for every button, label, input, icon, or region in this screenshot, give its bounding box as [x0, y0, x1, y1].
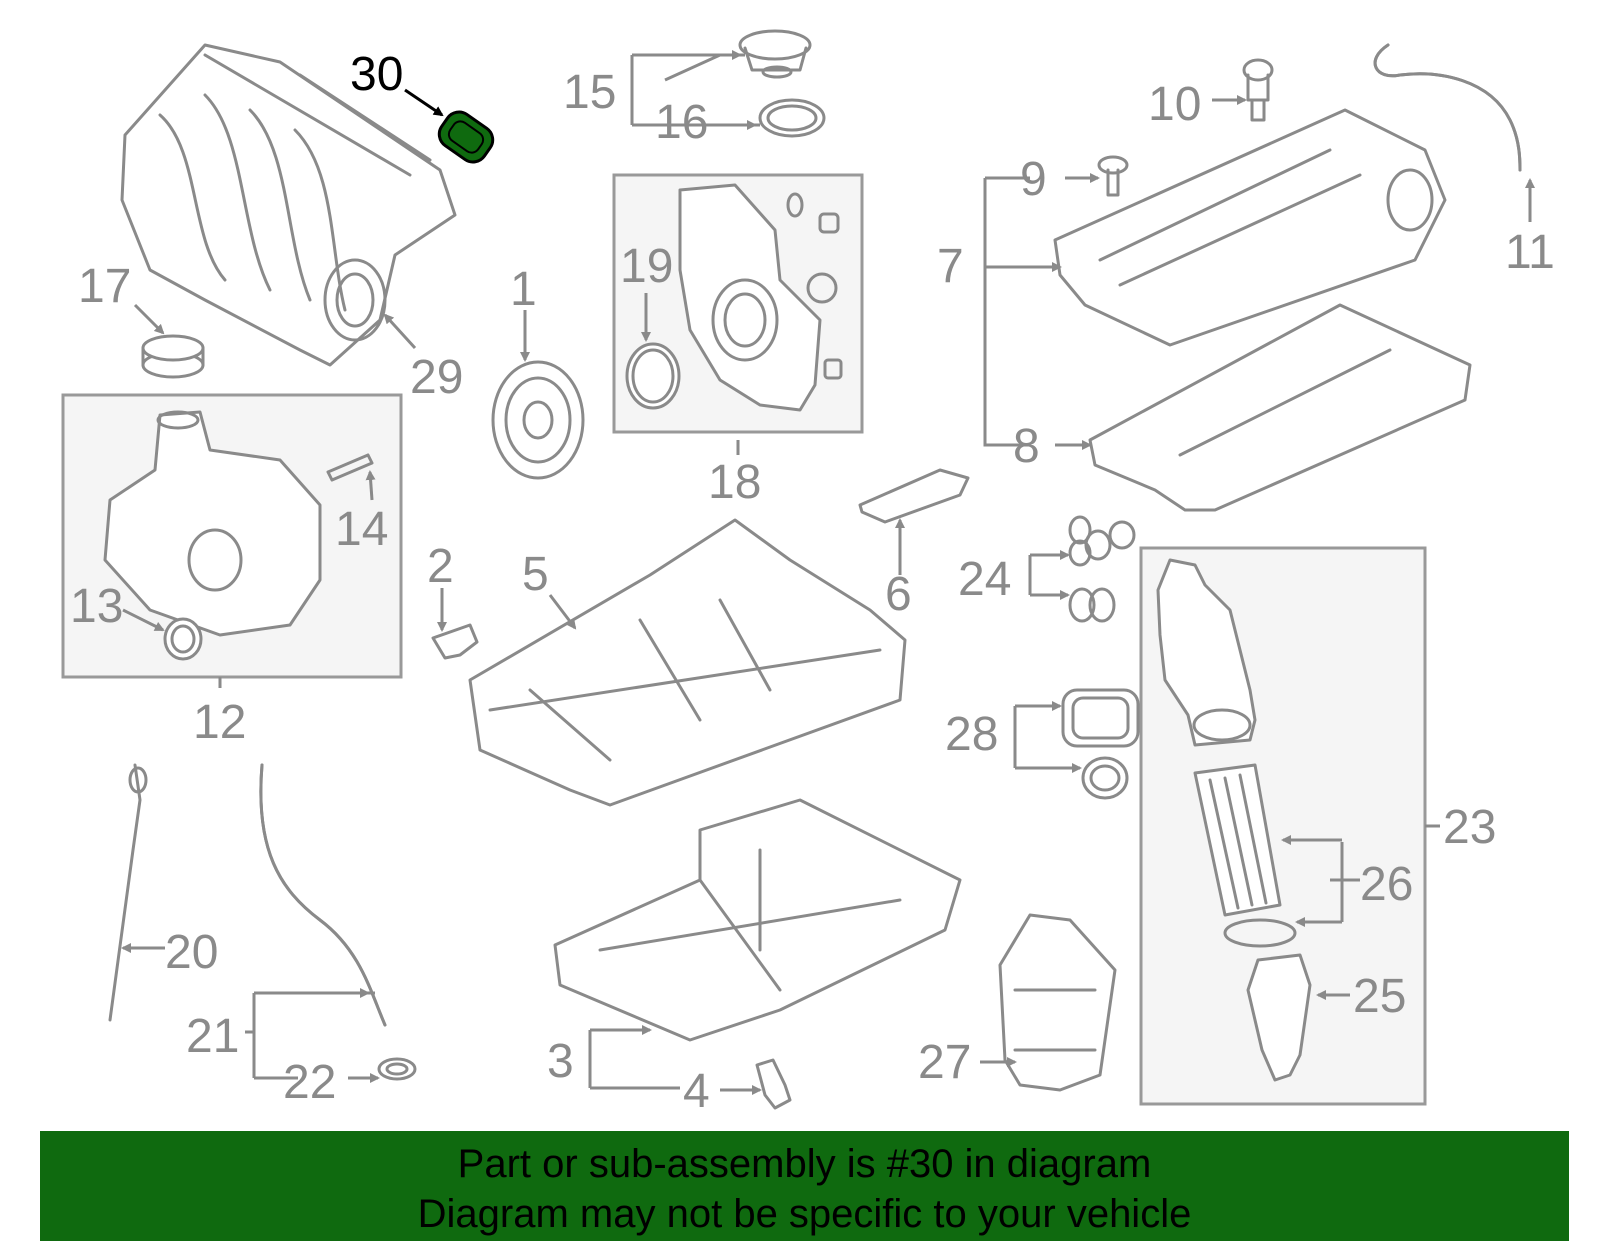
- callout-30: 30: [350, 48, 403, 101]
- oil-cooler-27-part: [998, 913, 1117, 1092]
- seal-13-part: [163, 617, 203, 661]
- seal-17-part: [141, 334, 205, 379]
- seals-24-part: [1068, 515, 1136, 623]
- callout-12: 12: [193, 696, 246, 749]
- callout-labels: 1 2 3 4 5 6 7 8 9 10 11 12 13 14 15 16 1…: [70, 48, 1555, 1118]
- oil-filter-26-part: [1193, 763, 1282, 917]
- callout-9: 9: [1020, 153, 1047, 206]
- callout-7: 7: [937, 240, 964, 293]
- callout-22: 22: [283, 1056, 336, 1109]
- callout-16: 16: [655, 96, 708, 149]
- pulley-1-part: [491, 360, 585, 480]
- intake-manifold-part: [120, 43, 457, 367]
- leader-30: [404, 88, 444, 117]
- sensor-10-part: [1242, 58, 1274, 122]
- seal-16-part: [758, 98, 826, 138]
- timing-cover-12-part: [103, 410, 322, 637]
- breather-hose-11-part: [1373, 43, 1522, 172]
- oil-pan-upper-5-part: [468, 518, 907, 807]
- valve-cover-7-part: [1053, 108, 1447, 347]
- seal-19-part: [625, 342, 681, 410]
- callout-20: 20: [165, 926, 218, 979]
- callout-19: 19: [620, 240, 673, 293]
- pin-14-part: [326, 453, 374, 482]
- callout-23: 23: [1443, 801, 1496, 854]
- callout-18: 18: [708, 456, 761, 509]
- callout-3: 3: [547, 1035, 574, 1088]
- gasket-30-part: [437, 110, 495, 164]
- callout-11: 11: [1505, 226, 1555, 279]
- oil-filter-housing-23-part: [1156, 558, 1257, 747]
- callout-2: 2: [427, 540, 454, 593]
- drain-plug-4-part: [755, 1058, 792, 1110]
- callout-1: 1: [510, 263, 537, 316]
- leader-lines: [121, 50, 1535, 1095]
- callout-27: 27: [918, 1036, 971, 1089]
- oil-pan-lower-3-part: [553, 798, 962, 1042]
- callout-26: 26: [1360, 858, 1413, 911]
- notice-banner: Part or sub-assembly is #30 in diagram D…: [40, 1131, 1569, 1241]
- callout-29: 29: [410, 351, 463, 404]
- filter-cap-25-part: [1246, 953, 1312, 1082]
- callout-13: 13: [70, 580, 123, 633]
- callout-4: 4: [683, 1065, 710, 1118]
- valve-cover-gasket-8-part: [1088, 303, 1472, 512]
- callout-10: 10: [1148, 78, 1201, 131]
- front-cover-18-part: [678, 183, 843, 412]
- dipstick-20-part: [108, 763, 148, 1022]
- callout-8: 8: [1013, 420, 1040, 473]
- callout-24: 24: [958, 553, 1011, 606]
- bolt-9-part: [1097, 155, 1129, 197]
- callout-5: 5: [522, 548, 549, 601]
- oil-cap-15-part: [738, 29, 812, 79]
- callout-15: 15: [563, 66, 616, 119]
- callout-17: 17: [78, 260, 131, 313]
- notice-line-2: Diagram may not be specific to your vehi…: [417, 1192, 1192, 1236]
- callout-21: 21: [186, 1010, 239, 1063]
- callout-14: 14: [335, 503, 388, 556]
- callout-6: 6: [885, 568, 912, 621]
- callout-25: 25: [1353, 970, 1406, 1023]
- notice-line-1: Part or sub-assembly is #30 in diagram: [457, 1142, 1152, 1186]
- seal-26-part: [1223, 918, 1297, 948]
- callout-28: 28: [945, 708, 998, 761]
- sealant-6-part: [858, 468, 970, 524]
- seal-22-part: [377, 1057, 417, 1081]
- plug-2-part: [431, 623, 479, 660]
- dipstick-tube-21-part: [259, 763, 387, 1027]
- seals-28-part: [1061, 688, 1140, 800]
